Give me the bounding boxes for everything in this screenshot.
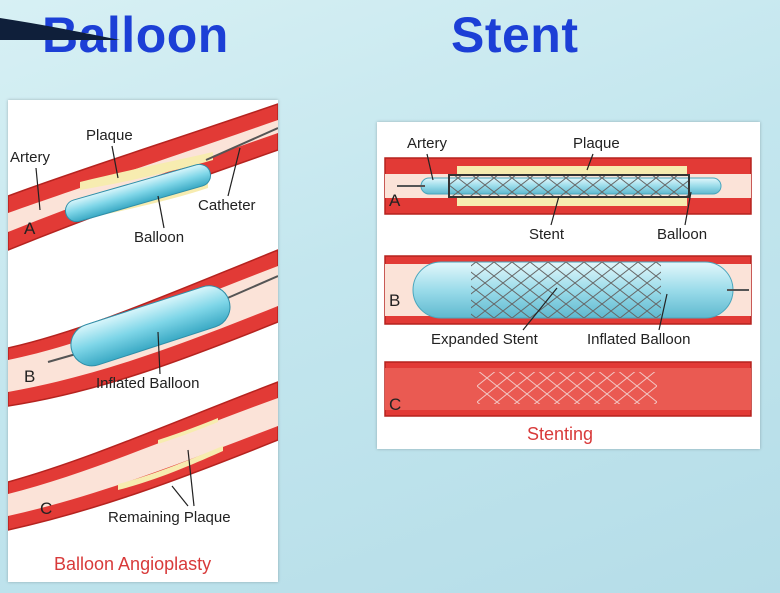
stent-mesh: [448, 174, 690, 198]
step-b-letter: B: [24, 367, 35, 386]
step-a-diagram: [8, 103, 278, 251]
stent-step-c-letter: C: [389, 395, 401, 414]
balloon-label: Balloon: [134, 229, 184, 246]
plaque-label: Plaque: [86, 127, 133, 144]
stent-label: Stent: [529, 226, 565, 243]
stenting-caption: Stenting: [527, 424, 593, 444]
inflated-balloon-shape: [70, 285, 231, 367]
plaque-deposit: [80, 152, 213, 190]
balloon-label: Balloon: [657, 226, 707, 243]
stent-step-a-letter: A: [389, 191, 401, 210]
artery-label: Artery: [10, 149, 51, 166]
stenting-panel: Artery Plaque Stent Balloon A B Expanded…: [377, 122, 760, 449]
stenting-diagram: Artery Plaque Stent Balloon A B Expanded…: [384, 135, 752, 444]
inflated-balloon-label: Inflated Balloon: [96, 375, 199, 392]
stent-step-a-diagram: [384, 157, 752, 215]
plaque-label: Plaque: [573, 135, 620, 152]
artery-label: Artery: [407, 135, 448, 152]
catheter-label: Catheter: [198, 197, 256, 214]
deployed-stent-mesh: [477, 372, 657, 404]
stent-heading: Stent: [451, 7, 579, 63]
step-a-letter: A: [24, 219, 36, 238]
plaque-deposit: [457, 166, 687, 174]
step-c-diagram: [8, 381, 278, 531]
slide-corner-swoosh: [0, 18, 120, 40]
stent-step-b-letter: B: [389, 291, 400, 310]
plaque-deposit-lower: [457, 198, 687, 206]
balloon-angioplasty-caption: Balloon Angioplasty: [54, 554, 211, 574]
balloon-angioplasty-diagram: Artery Plaque Catheter Balloon A B Infla…: [8, 103, 278, 574]
step-b-diagram: [8, 249, 278, 407]
catheter-line: [222, 275, 278, 301]
step-c-letter: C: [40, 499, 52, 518]
expanded-stent-label: Expanded Stent: [431, 331, 539, 348]
catheter-line: [205, 127, 278, 161]
catheter-line-tail: [47, 353, 77, 363]
stent-step-b-diagram: [384, 255, 752, 325]
inflated-balloon-label: Inflated Balloon: [587, 331, 690, 348]
remaining-plaque-upper: [158, 418, 218, 444]
remaining-plaque-label: Remaining Plaque: [108, 509, 231, 526]
expanded-stent-mesh: [471, 262, 661, 318]
remaining-plaque: [118, 446, 223, 490]
balloon-shape: [64, 163, 212, 223]
artery-lumen: [8, 398, 278, 516]
stent-step-c-diagram: [384, 361, 752, 417]
balloon-angioplasty-panel: Artery Plaque Catheter Balloon A B Infla…: [8, 100, 278, 582]
